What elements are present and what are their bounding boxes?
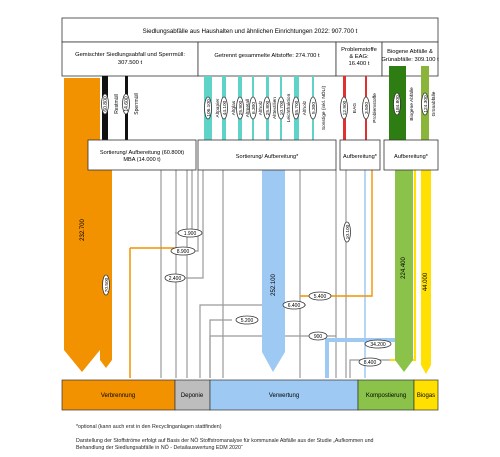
flow-label-900: 900: [314, 334, 323, 340]
flow-label-44000: 44.000: [423, 272, 429, 291]
stream-value-altpapier: 106.100: [206, 99, 212, 117]
source-label-problem-3: 16.400 t: [349, 61, 370, 67]
stream-value-alttextilien: 25.800: [265, 100, 271, 115]
stream-value-sperrmuell: 14.600: [124, 96, 130, 112]
source-box-separate: [197, 41, 337, 77]
source-label-separate: Getrennt gesammelte Altstoffe: 274.700 t: [214, 53, 320, 59]
stream-label-alttextilien: Alttextilien: [272, 97, 278, 119]
source-label-mixed-1: Gemischter Siedlungsabfall und Sperrmüll…: [75, 52, 185, 58]
flow-label-224400: 224.400: [401, 257, 407, 279]
sink-label-recovery: Verwertung: [269, 393, 299, 399]
flow-label-1900: 1.900: [184, 231, 197, 237]
stream-label-altpapier: Altpapier: [215, 98, 221, 117]
source-label-problem-1: Problemstoffe: [341, 47, 377, 53]
footnote-optional: *optional (kann auch erst in den Recycli…: [76, 424, 222, 430]
stream-label-sonstige: Sonstige (inkl. NÖLI): [320, 85, 327, 130]
stream-value-altholz-a: 6.300: [251, 102, 257, 114]
stream-value-gruen: 124.300: [423, 95, 429, 113]
sink-label-landfill: Deponie: [181, 393, 204, 399]
stream-value-altglas: 44.100: [222, 100, 228, 115]
stream-label-eag: EAG: [352, 103, 358, 113]
stream-label-altholz-a: Altholz: [258, 100, 264, 115]
source-label-bio-2: Grünabfälle: 309.100 t: [381, 57, 439, 63]
process-box-bio: [383, 139, 439, 171]
footnote-source-1: Darstellung der Stoffströme erfolgt auf …: [76, 438, 374, 444]
flow-value-ovals: 70.500 1.900 8.900 2.400 5.200 6.400 5.4…: [102, 221, 392, 367]
sink-label-incineration: Verbrennung: [101, 393, 135, 399]
sink-biogas: [413, 379, 439, 411]
flow-label-70500: 70.500: [104, 277, 110, 292]
stream-label-altmetall: Altmetall: [245, 99, 251, 117]
process-label-mixed-2: MBA (14.000 t): [123, 157, 160, 163]
source-label-problem-2: & EAG:: [349, 54, 369, 60]
flow-label-2400: 2.400: [169, 276, 182, 282]
flow-label-34200: 34.200: [370, 342, 386, 348]
source-box-mixed: [61, 41, 199, 77]
stream-value-restmuell: 60.800: [103, 96, 109, 112]
flow-label-252100: 252.100: [271, 274, 277, 296]
process-box-mixed: [87, 139, 197, 171]
stream-value-problemstoffe: 3.500: [364, 102, 370, 114]
process-label-mixed-1: Sortierung/ Aufbereitung (60.800t): [100, 150, 184, 156]
flow-label-5400: 5.400: [314, 294, 327, 300]
diagram-title: Siedlungsabfälle aus Haushalten und ähnl…: [143, 28, 358, 35]
stream-value-altholz-b: 55.700: [294, 100, 300, 115]
flow-label-5200: 5.200: [241, 318, 254, 324]
stream-label-biogene: Biogene Abfälle: [409, 87, 415, 121]
sink-label-composting: Kompostierung: [366, 393, 406, 399]
stream-value-eag: 12.900: [342, 100, 348, 115]
process-label-problem: Aufbereitung*: [343, 154, 378, 160]
sink-label-biogas: Biogas: [417, 393, 435, 399]
process-label-bio: Aufbereitung*: [394, 154, 429, 160]
flow-label-10100: 10.100: [345, 224, 351, 239]
process-box-problem: [339, 139, 381, 171]
stream-label-altglas: Altglas: [231, 100, 237, 115]
source-label-mixed-2: 307.500 t: [118, 60, 143, 66]
title-box: [61, 17, 439, 43]
stream-value-leichtfraktion: 10.700: [279, 100, 285, 115]
stream-label-gruen: Grünabfälle: [431, 91, 437, 116]
source-label-bio-1: Biogene Abfälle &: [387, 49, 433, 55]
stream-value-biogene: 184.800: [395, 95, 401, 113]
flow-to-composting: [395, 170, 413, 372]
flow-label-232700: 232.700: [80, 219, 86, 241]
flow-label-8900: 8.900: [177, 249, 190, 255]
stream-label-leichtfraktion: Leichtfraktion: [286, 93, 292, 122]
stream-value-sonstige: 5.300: [311, 102, 317, 114]
footnote-source-2: Behandlung der Siedlungsabfälle in NÖ - …: [76, 445, 243, 451]
source-box-problem: [335, 41, 383, 77]
sink-composting: [357, 379, 415, 411]
flow-to-recovery: [262, 170, 285, 372]
stream-label-sperrmuell: Sperrmüll: [134, 93, 140, 114]
thin-flow-lines: [160, 170, 390, 378]
stream-label-problemstoffe: Problemstoffe: [372, 93, 378, 123]
process-label-separate: Sortierung/ Aufbereitung*: [236, 154, 299, 160]
flow-to-biogas: [421, 170, 431, 374]
flow-label-6400: 6.400: [288, 303, 301, 309]
stream-label-altholz-b: Altholz: [302, 100, 308, 115]
stream-label-restmuell: Restmüll: [114, 94, 120, 113]
process-box-separate: [197, 139, 337, 171]
flow-sorting-to-incineration: [100, 170, 112, 368]
stream-value-altmetall: 25.900: [238, 100, 244, 115]
flow-label-8400: 8.400: [364, 360, 377, 366]
sink-landfill: [174, 379, 211, 411]
stream-labels: 60.800 Restmüll 14.600 Sperrmüll 106.100…: [101, 85, 437, 130]
